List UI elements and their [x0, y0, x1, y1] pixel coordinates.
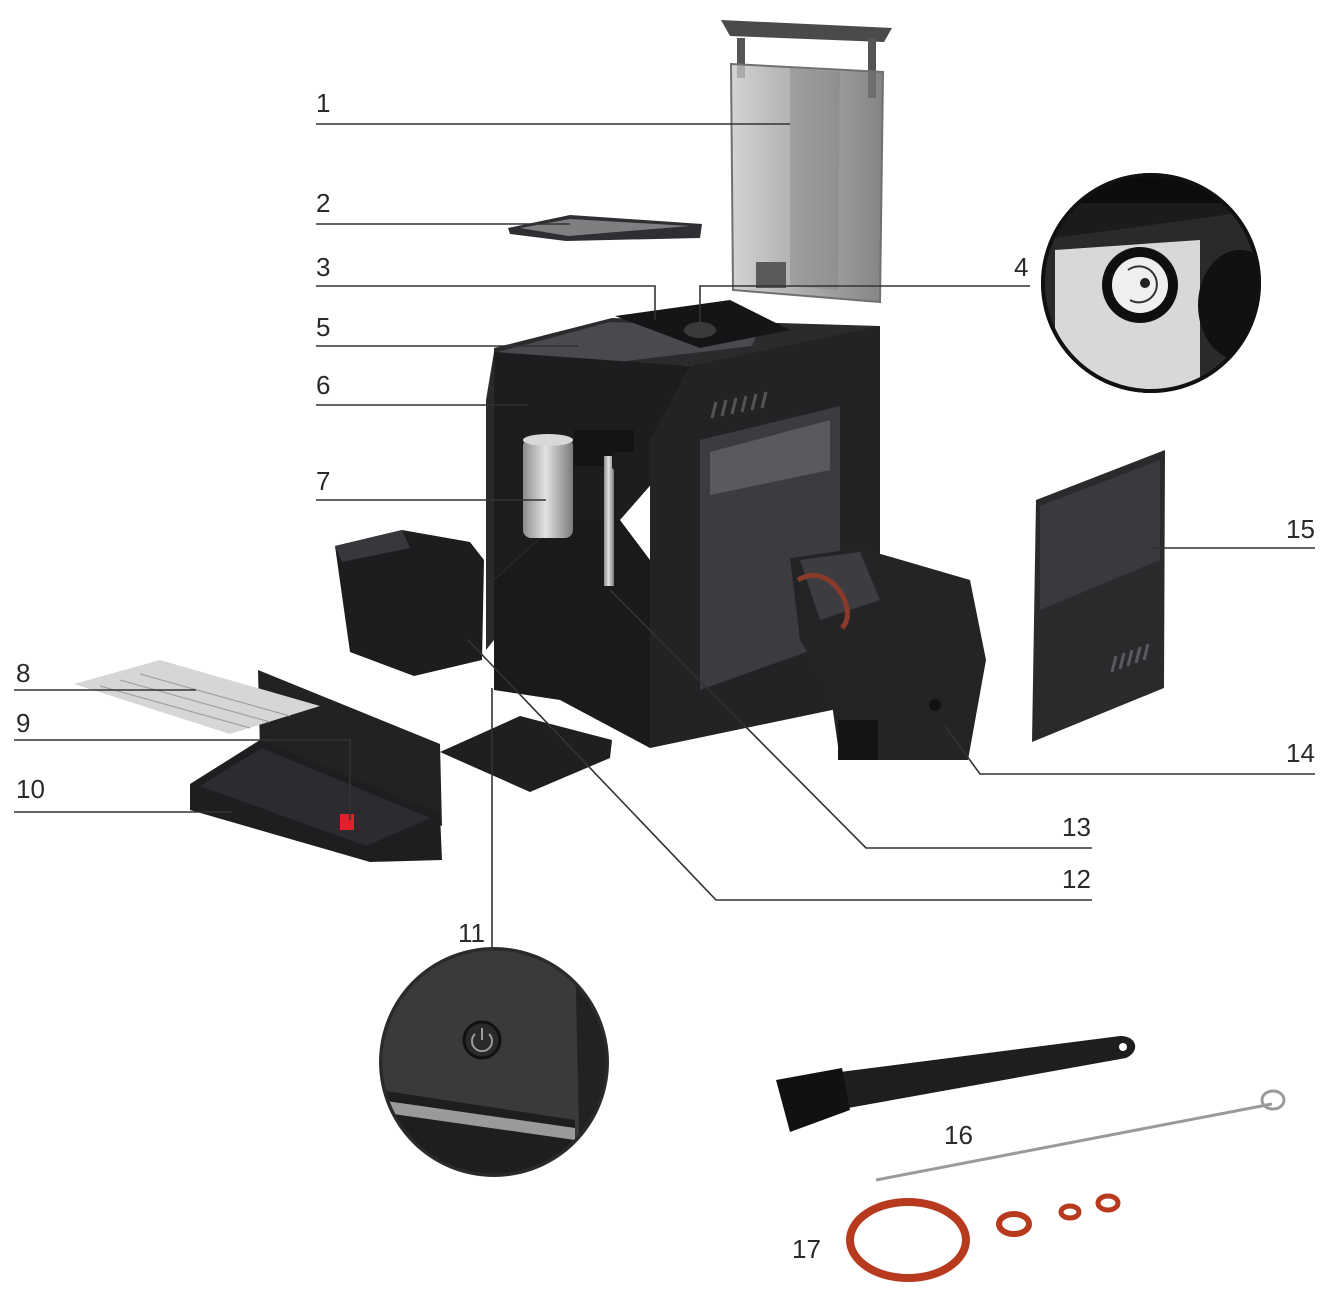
cleaning-brush: [776, 1036, 1286, 1182]
callout-12: 12: [1062, 864, 1091, 894]
callout-15: 15: [1286, 514, 1315, 544]
callout-3: 3: [316, 252, 330, 282]
callout-4: 4: [1014, 252, 1028, 282]
brew-unit: [790, 548, 986, 760]
callout-17: 17: [792, 1234, 821, 1264]
callout-9: 9: [16, 708, 30, 738]
callout-6: 6: [316, 370, 330, 400]
callout-13: 13: [1062, 812, 1091, 842]
callout-14: 14: [1286, 738, 1315, 768]
float-indicator: [340, 814, 354, 830]
callout-8: 8: [16, 658, 30, 688]
callout-numbers: 1 2 3 4 5 6 7 8 9 10 11 12 13 14 15 16 1…: [16, 88, 1315, 1264]
callout-7: 7: [316, 466, 330, 496]
side-panel: [1032, 450, 1165, 742]
callout-1: 1: [316, 88, 330, 118]
callout-2: 2: [316, 188, 330, 218]
bean-container-lid: [508, 215, 702, 241]
gasket-set: [846, 1193, 1121, 1282]
leader-lines: [14, 123, 1315, 950]
coffee-spout: [523, 434, 573, 538]
steam-wand: [604, 452, 638, 586]
callout-10: 10: [16, 774, 45, 804]
callout-16: 16: [944, 1120, 973, 1150]
power-button-detail: [379, 947, 609, 1177]
callout-5: 5: [316, 312, 330, 342]
grind-adjust-detail: [1041, 173, 1261, 393]
callout-11: 11: [458, 918, 485, 948]
grounds-container: [335, 530, 484, 676]
water-tank: [721, 20, 892, 304]
